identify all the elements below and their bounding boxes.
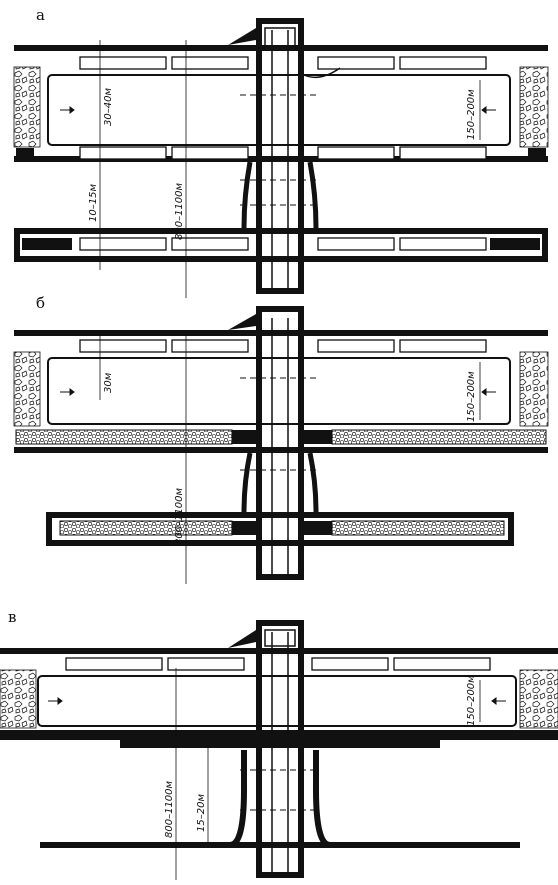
dim-pillar-height: 30–40м (103, 88, 114, 126)
backfill-pattern-icon (15, 429, 233, 445)
rock-texture-icon (519, 66, 549, 148)
rock-texture-icon (13, 66, 41, 148)
shaft-head (256, 18, 304, 24)
air-flow-arrow-icon (48, 697, 506, 705)
rock-texture-icon (519, 351, 549, 427)
dim-level-spacing: 10–15м (88, 184, 99, 222)
panel-label-b: б (36, 294, 46, 312)
rock-texture-icon (0, 669, 37, 729)
panel-label-c: в (8, 608, 17, 626)
backfill-pattern-icon (59, 520, 233, 536)
dim-depth: 800–1100м (174, 487, 185, 545)
lower-drift-wall (14, 156, 548, 162)
dim-depth: 800–1100м (174, 182, 185, 240)
panel-b (13, 306, 549, 584)
upper-drift-wall (14, 45, 548, 51)
panel-label-a: а (36, 6, 45, 24)
dim-panel-height: 150–200м (466, 89, 477, 140)
dim-depth: 800–1100м (164, 780, 175, 838)
pillars-row (79, 56, 487, 160)
dim-panel-height: 150–200м (466, 675, 477, 726)
air-flow-arrow-icon (60, 106, 496, 114)
rock-texture-icon (13, 351, 41, 427)
air-flow-arrow-icon (60, 388, 496, 396)
dim-level-spacing: 15–20м (196, 794, 207, 832)
panel-c (0, 620, 558, 880)
dim-panel-height: 150–200м (466, 371, 477, 422)
panel-frame (47, 74, 511, 146)
backfill-pattern-icon (331, 429, 547, 445)
backfill-pattern-icon (331, 520, 505, 536)
panel-a (13, 18, 549, 298)
dim-pillar-height: 30м (103, 372, 114, 393)
rock-texture-icon (519, 669, 558, 729)
